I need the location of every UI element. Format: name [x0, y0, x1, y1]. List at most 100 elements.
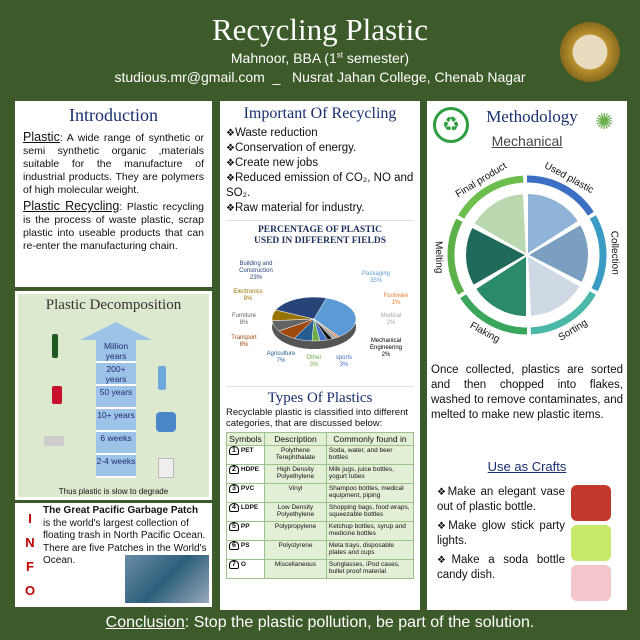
def: : A wide range of synthetic or semi synt…	[23, 132, 204, 196]
cycle-step-label: Melting	[433, 241, 445, 274]
pie-label: sports	[336, 355, 352, 361]
recycle-triangle-icon: 6	[229, 541, 239, 550]
pie-value: 3%	[340, 362, 349, 368]
garbage-patch-photo	[125, 555, 209, 603]
chart-title: PERCENTAGE OF PLASTIC USED IN DIFFERENT …	[253, 225, 387, 246]
middle-panel: Important Of Recycling Waste reductionCo…	[220, 101, 420, 610]
importance-list: Waste reductionConservation of energy.Cr…	[226, 126, 414, 216]
importance-item: Conservation of energy.	[226, 141, 414, 156]
pie-label: Electronics	[233, 289, 262, 295]
pie-label: Engineering	[370, 345, 402, 351]
cycle-photo-segment	[473, 253, 528, 319]
importance-item: Waste reduction	[226, 126, 414, 141]
cycle-arrow	[458, 175, 524, 219]
can-icon	[52, 386, 62, 404]
info-bold: The Great Pacific Garbage Patch	[43, 505, 199, 516]
resin-number: 6	[232, 542, 236, 549]
pie-label: Medical	[381, 313, 402, 319]
importance-item: Raw material for industry.	[226, 201, 414, 216]
cycle-arrow	[530, 291, 596, 335]
cycle-photo-segment	[471, 192, 529, 257]
recycle-logo-icon: ♻	[433, 107, 469, 143]
pie-value: 35%	[370, 278, 383, 284]
resin-description: High Density Polyethylene	[264, 464, 327, 484]
info-letter: N	[25, 535, 35, 550]
poster-title: Recycling Plastic	[211, 12, 429, 47]
resin-code: LDPE	[240, 504, 259, 511]
craft-item: Make glow stick party lights.	[437, 519, 565, 549]
resin-code: HDPE	[240, 466, 259, 473]
pie-value: 7%	[277, 358, 286, 364]
conclusion-term: Conclusion	[105, 614, 185, 631]
cycle-arrow	[589, 215, 607, 292]
pie-value: 23%	[250, 275, 263, 281]
col-symbols: Symbols	[226, 432, 265, 446]
info-body: is the world's largest collection of flo…	[43, 517, 207, 567]
recycle-symbol: 2 HDPE	[226, 464, 265, 484]
resin-number: 5	[232, 523, 236, 530]
resin-code: PP	[240, 523, 250, 530]
author: Mahnoor, BBA (1st semester)	[0, 50, 640, 66]
cycle-photo-segment	[526, 191, 581, 257]
resin-code: PET	[240, 447, 254, 454]
methodology-heading: Methodology	[486, 107, 578, 126]
resin-found-in: Meta trays, disposable plates and cups	[325, 540, 415, 560]
cycle-arrow	[460, 294, 528, 335]
resin-found-in: Sunglasses, iPod cases, bullet proof mat…	[325, 559, 415, 579]
recycle-symbol: 5 PP	[226, 521, 265, 541]
intro-panel: Introduction Plastic: A wide range of sy…	[15, 101, 212, 287]
importance-heading: Important Of Recycling	[243, 105, 397, 122]
resin-found-in: Shampoo bottles, medical equipment, pipi…	[325, 483, 415, 503]
decomposition-caption: Thus plastic is slow to degrade	[58, 487, 169, 496]
pie-value: 8%	[240, 320, 249, 326]
importance-item: Reduced emission of CO₂, NO and SO₂.	[226, 171, 414, 201]
recycle-triangle-icon: 4	[229, 503, 239, 512]
pie-value: 8%	[244, 296, 253, 302]
term: Plastic Recycling	[23, 199, 120, 213]
vase-photo	[571, 485, 611, 521]
resin-code: O	[240, 561, 246, 568]
intro-heading: Introduction	[69, 105, 158, 125]
glow-lights-photo	[571, 525, 611, 561]
pie-label: Transport	[231, 335, 257, 341]
pie-chart: PERCENTAGE OF PLASTIC USED IN DIFFERENT …	[226, 220, 414, 386]
resin-description: Polythene Terephthalate	[264, 445, 327, 465]
methodology-text: Once collected, plastics are sorted and …	[431, 364, 623, 421]
author-end: semester)	[342, 50, 410, 66]
resin-description: Polypropylene	[264, 521, 327, 541]
resin-found-in: Soda, water, and beer bottles	[325, 445, 415, 465]
paper-towel-icon	[158, 458, 174, 478]
methodology-sub: Mechanical	[491, 133, 563, 149]
info-letter: O	[24, 583, 36, 598]
intro-recycling: Plastic Recycling: Plastic recycling is …	[23, 200, 204, 253]
pie-label: Construction	[239, 268, 273, 274]
pie-label: Agriculture	[267, 351, 296, 357]
pie-label: Packaging	[362, 271, 390, 277]
resin-description: Miscellaneous	[264, 559, 327, 579]
pie-value: 8%	[240, 342, 249, 348]
pie-slice	[313, 297, 357, 337]
decomposition-level: 6 weeks	[96, 432, 136, 455]
bottle-icon	[52, 334, 58, 358]
resin-number: 2	[232, 466, 236, 473]
col-description: Description	[264, 432, 327, 446]
pie-value: 2%	[387, 320, 396, 326]
resin-description: Low Density Polyethylene	[264, 502, 327, 522]
info-text: The Great Pacific Garbage Patch is the w…	[43, 505, 207, 568]
resin-number: 7	[232, 561, 236, 568]
pie-label: Mechanical	[371, 338, 401, 344]
college-logo	[560, 22, 620, 82]
contact: studious.mr@gmail.com _ Nusrat Jahan Col…	[114, 69, 526, 85]
